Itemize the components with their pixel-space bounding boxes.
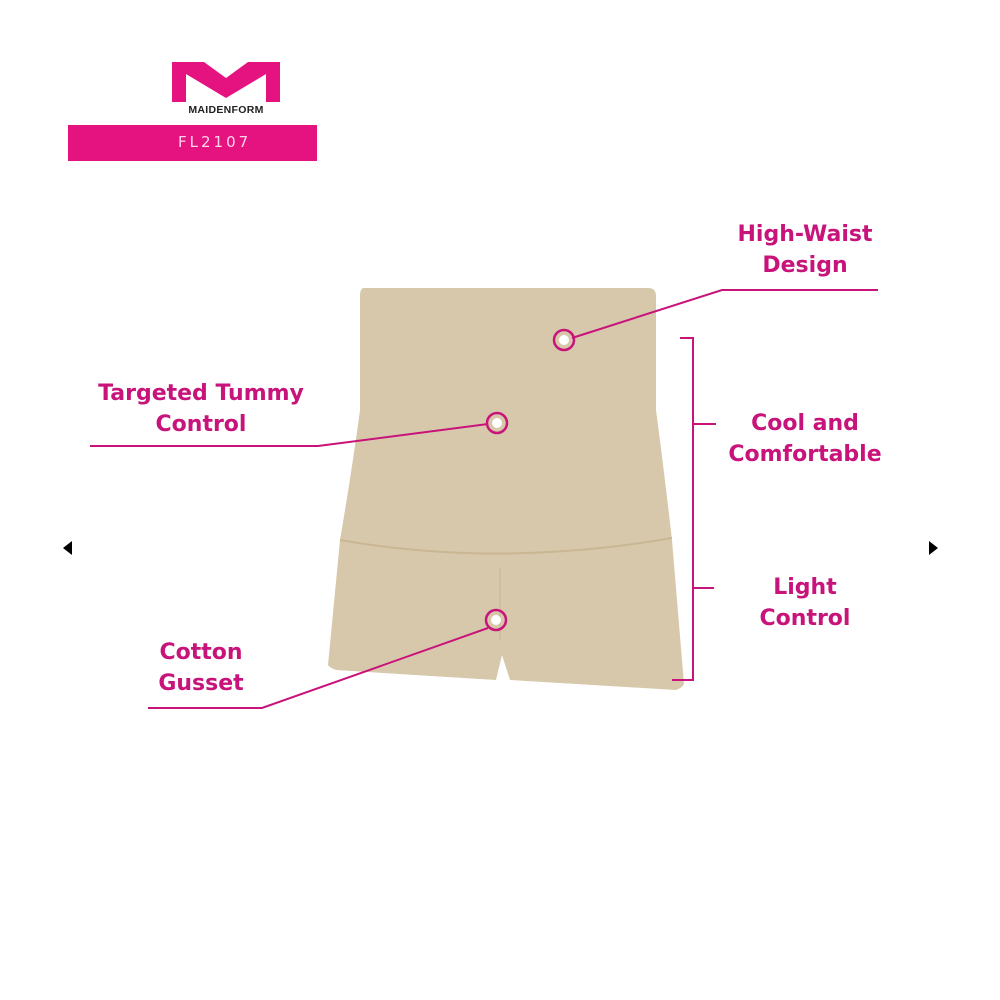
previous-image-button[interactable]: [58, 538, 78, 558]
triangle-right-icon: [929, 541, 938, 555]
model-code: FL2107: [178, 133, 252, 151]
callout-line-high-waist: [552, 289, 878, 352]
callout-high-waist-design: High-Waist Design: [700, 219, 910, 281]
callout-cool-and-comfortable: Cool and Comfortable: [700, 408, 910, 470]
callout-targeted-tummy-control: Targeted Tummy Control: [56, 378, 346, 440]
callout-line2: Design: [762, 253, 848, 278]
callout-line1: Targeted Tummy: [98, 381, 304, 406]
callout-line2: Control: [155, 412, 247, 437]
callout-line2: Comfortable: [728, 442, 882, 467]
callout-line-cotton-gusset: [148, 608, 508, 709]
callout-line2: Gusset: [158, 671, 244, 696]
callout-light-control: Light Control: [700, 572, 910, 634]
shapewear-garment-image: [328, 288, 684, 690]
callout-line2: Control: [759, 606, 851, 631]
callout-line1: Cotton: [159, 640, 243, 665]
model-code-banner: FL2107: [68, 125, 317, 161]
bracket-comfort-control: [672, 337, 716, 681]
brand-name: MAIDENFORM: [188, 104, 264, 116]
callout-line1: High-Waist: [737, 222, 873, 247]
next-image-button[interactable]: [923, 538, 943, 558]
maidenform-logo-icon: [172, 62, 280, 102]
callout-line1: Cool and: [751, 411, 859, 436]
callout-cotton-gusset: Cotton Gusset: [126, 637, 276, 699]
callout-line-tummy-control: [90, 411, 509, 447]
triangle-left-icon: [63, 541, 72, 555]
callout-line1: Light: [773, 575, 837, 600]
